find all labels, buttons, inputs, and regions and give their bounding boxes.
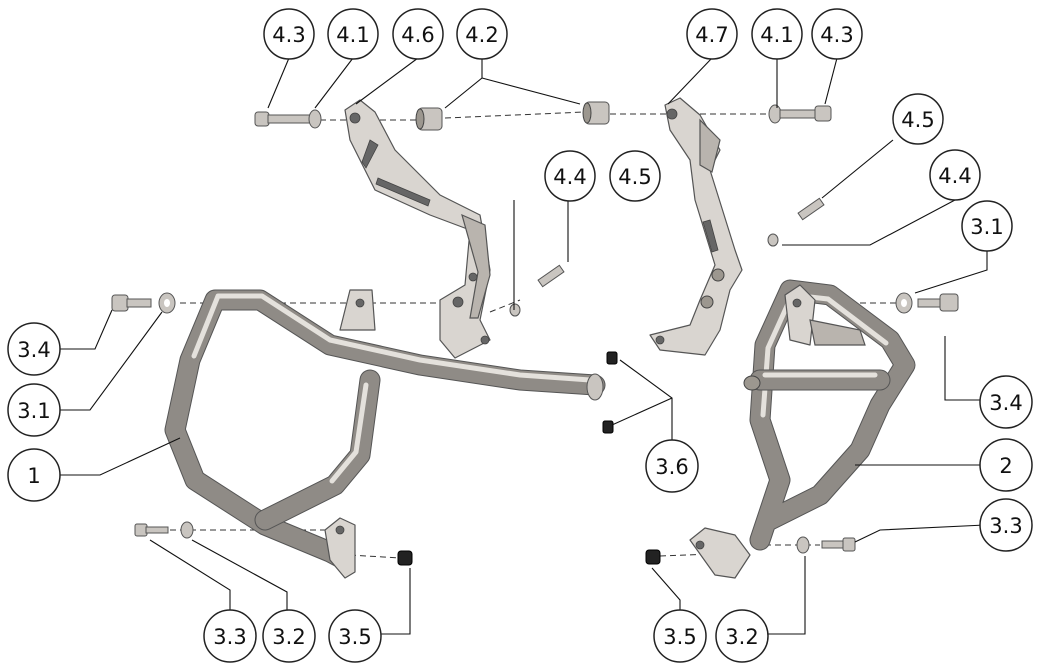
callout-4-1-right: 4.1 [751, 8, 803, 60]
bolt-3-4-left [111, 294, 152, 312]
svg-text:3.3: 3.3 [989, 514, 1022, 538]
washer-3-1-left [158, 292, 176, 314]
callout-3-1-right: 3.1 [961, 200, 1013, 252]
callout-3-2-right: 3.2 [715, 609, 769, 663]
callout-3-6: 3.6 [645, 439, 699, 493]
svg-text:3.2: 3.2 [725, 625, 758, 649]
nut-3-5-left [397, 550, 413, 566]
bolt-3-3-right [821, 537, 856, 552]
callout-4-3-right: 4.3 [811, 8, 863, 60]
callout-4-5-left: 4.5 [609, 150, 661, 202]
callout-3-3-right: 3.3 [979, 498, 1033, 552]
bolt-4-3-left [254, 111, 311, 127]
hardware [111, 101, 959, 566]
callout-3-5-left: 3.5 [328, 609, 382, 663]
washer-4-1-right [768, 104, 782, 124]
svg-text:4.1: 4.1 [760, 23, 793, 47]
svg-text:3.5: 3.5 [663, 625, 696, 649]
svg-text:3.6: 3.6 [655, 455, 688, 479]
svg-text:4.4: 4.4 [553, 165, 586, 189]
bracket-right-4-7 [649, 97, 743, 356]
svg-text:1: 1 [27, 464, 40, 488]
svg-text:4.5: 4.5 [901, 108, 934, 132]
washer-3-2-left [180, 521, 194, 539]
svg-text:3.2: 3.2 [272, 625, 305, 649]
callout-3-4-right: 3.4 [979, 375, 1033, 429]
callout-3-4-left: 3.4 [7, 322, 61, 376]
svg-text:3.1: 3.1 [17, 399, 50, 423]
callout-4-2: 4.2 [456, 8, 508, 60]
svg-text:3.3: 3.3 [213, 625, 246, 649]
spacer-4-2-right [582, 101, 610, 125]
callout-4-4-left: 4.4 [544, 150, 596, 202]
svg-text:4.5: 4.5 [618, 165, 651, 189]
svg-text:4.7: 4.7 [695, 23, 728, 47]
washer-3-2-right [796, 536, 810, 554]
svg-text:3.4: 3.4 [17, 338, 50, 362]
svg-text:4.3: 4.3 [820, 23, 853, 47]
bolt-3-3-left [134, 523, 169, 537]
callout-4-6: 4.6 [392, 8, 444, 60]
callout-bubbles: 4.3 4.1 4.6 4.2 4.7 4.1 4.3 4.4 4.5 4.5 [7, 8, 1033, 663]
bolt-4-5-right [797, 197, 825, 221]
callout-4-1-left: 4.1 [327, 8, 379, 60]
assembly-axes [160, 111, 900, 559]
nuts-3-6 [602, 351, 618, 434]
bolt-3-4-right [917, 293, 959, 312]
washer-4-4-right [767, 233, 779, 247]
svg-text:4.1: 4.1 [336, 23, 369, 47]
svg-text:4.6: 4.6 [401, 23, 434, 47]
svg-text:3.4: 3.4 [989, 391, 1022, 415]
washer-3-1-right [895, 292, 913, 314]
crash-bar-left [164, 289, 606, 579]
callout-4-5-right: 4.5 [892, 93, 944, 145]
callout-2: 2 [979, 438, 1033, 492]
callout-3-5-right: 3.5 [653, 609, 707, 663]
callout-3-3-left: 3.3 [203, 609, 257, 663]
washer-4-1-left [308, 109, 322, 129]
callout-3-2-left: 3.2 [262, 609, 316, 663]
svg-text:2: 2 [999, 454, 1012, 478]
svg-text:4.3: 4.3 [272, 23, 305, 47]
svg-text:4.2: 4.2 [465, 23, 498, 47]
leader-lines [60, 57, 988, 635]
washer-4-4-left [509, 303, 521, 317]
svg-text:4.4: 4.4 [938, 164, 971, 188]
svg-text:3.5: 3.5 [338, 625, 371, 649]
svg-text:3.1: 3.1 [970, 215, 1003, 239]
callout-3-1-left: 3.1 [7, 383, 61, 437]
callout-4-4-right: 4.4 [929, 149, 981, 201]
bolt-4-3-right [779, 105, 832, 122]
callout-4-7: 4.7 [686, 8, 738, 60]
spacer-4-2-left [415, 107, 443, 131]
bracket-left-4-6 [344, 99, 491, 359]
crash-bar-right [689, 279, 916, 579]
callout-4-3-left: 4.3 [263, 8, 315, 60]
callout-1: 1 [7, 448, 61, 502]
bolt-4-5-left [537, 264, 565, 288]
nut-3-5-right [645, 549, 661, 565]
